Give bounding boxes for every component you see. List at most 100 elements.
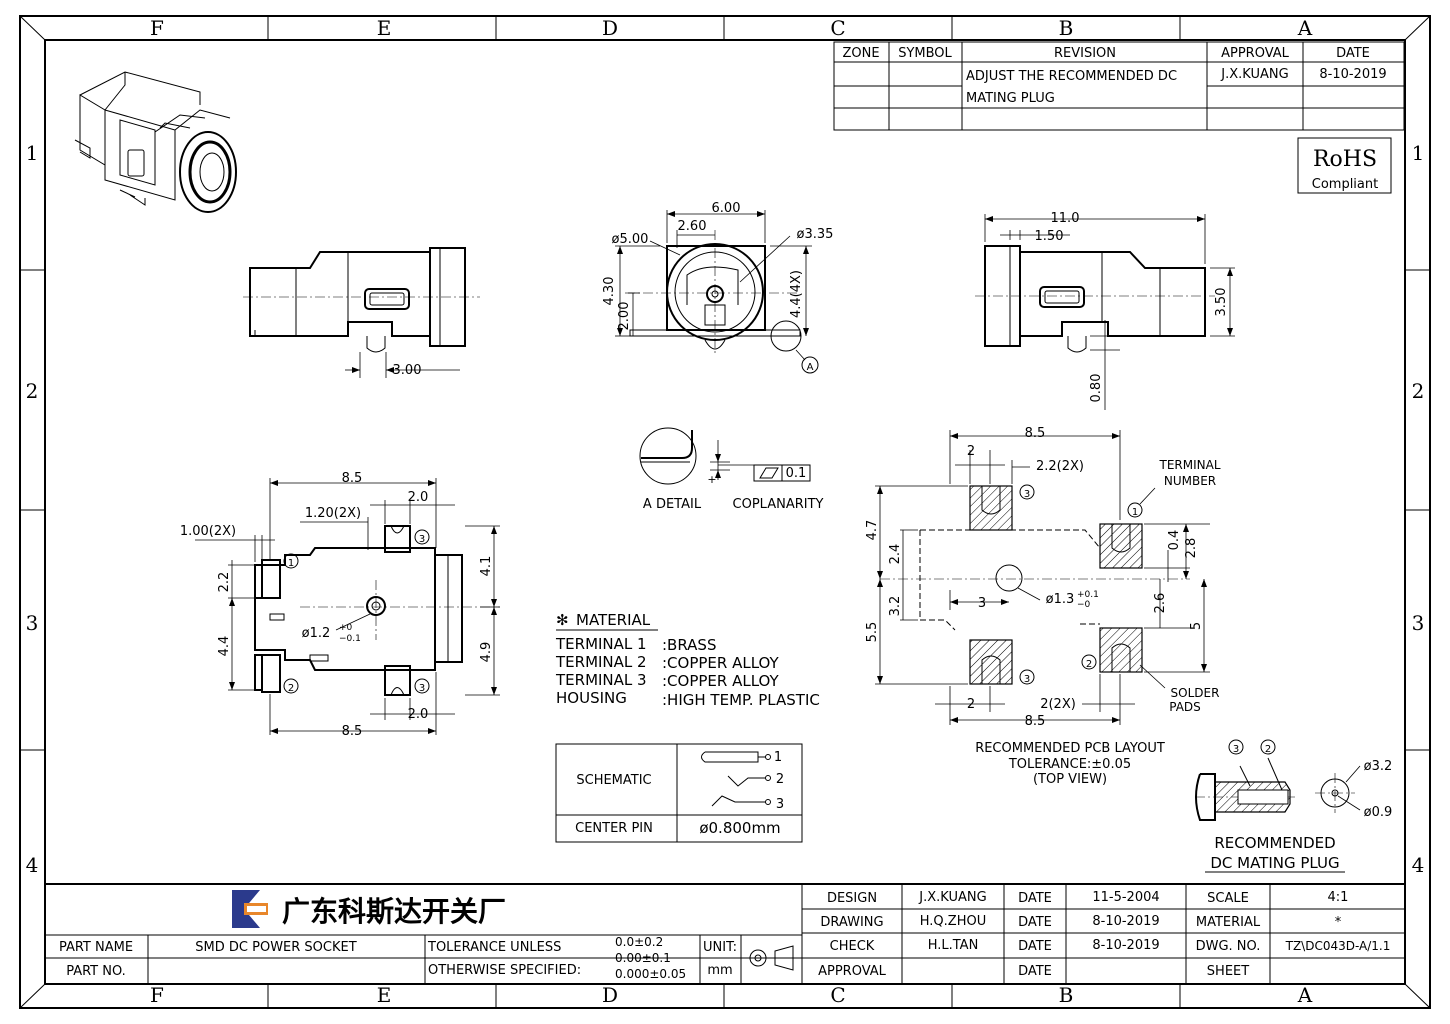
check-date: 8-10-2019 bbox=[1092, 938, 1159, 953]
dwg-no-value: TZ\DC043D-A/1.1 bbox=[1285, 939, 1391, 953]
solder-pads-label: SOLDER bbox=[1171, 686, 1220, 700]
material-key: TERMINAL 1 bbox=[555, 635, 647, 653]
design-name: J.X.KUANG bbox=[918, 890, 986, 905]
unit-label: UNIT: bbox=[703, 940, 737, 955]
company-name: 广东科斯达开关厂 bbox=[282, 895, 506, 928]
dim-2-0-top: 2.0 bbox=[408, 490, 429, 505]
revision-table: ZONE SYMBOL REVISION APPROVAL DATE ADJUS… bbox=[833, 41, 1405, 131]
terminal-3-marker: 3 bbox=[419, 683, 425, 694]
front-view: 6.00 2.60 ø5.00 ø3.35 4.30 2.00 4.4(4X) … bbox=[602, 201, 834, 374]
dim-2-2: 2.2 bbox=[217, 572, 232, 593]
dim-4-30: 4.30 bbox=[602, 277, 617, 306]
tolerance-value: 0.0±0.2 bbox=[615, 935, 663, 949]
dim-8-5-bottom: 8.5 bbox=[1025, 714, 1046, 729]
pcb-caption-line: RECOMMENDED PCB LAYOUT bbox=[975, 741, 1165, 756]
dim-8-5-bottom: 8.5 bbox=[342, 724, 363, 739]
detail-a-coplanarity: 0.1 + A DETAIL COPLANARITY bbox=[639, 427, 824, 512]
material-title: MATERIAL bbox=[576, 611, 651, 629]
terminal-2-marker: 2 bbox=[1086, 659, 1092, 670]
rev-header-date: DATE bbox=[1336, 46, 1370, 61]
dim-3-50: 3.50 bbox=[1214, 288, 1229, 317]
terminal-3-marker: 3 bbox=[1024, 489, 1030, 500]
dim-8-5-top: 8.5 bbox=[1025, 426, 1046, 441]
tolerance-label: OTHERWISE SPECIFIED: bbox=[428, 963, 581, 978]
col-label: F bbox=[150, 16, 164, 40]
tolerance-value: 0.00±0.1 bbox=[615, 951, 671, 965]
rev-approval: J.X.KUANG bbox=[1220, 67, 1288, 82]
column-labels: F E D C B A F E D C B A bbox=[150, 16, 1313, 1007]
part-name-label: PART NAME bbox=[59, 940, 133, 955]
dim-0-4: 0.4 bbox=[1167, 530, 1182, 551]
col-label: C bbox=[830, 16, 845, 40]
dim-1-50: 1.50 bbox=[1035, 229, 1064, 244]
col-label: F bbox=[150, 983, 164, 1007]
dim-4-4: 4.4 bbox=[217, 636, 232, 657]
design-date: 11-5-2004 bbox=[1092, 890, 1159, 905]
material-value: :COPPER ALLOY bbox=[662, 672, 780, 690]
schematic-pin: 1 bbox=[774, 750, 782, 765]
col-label: A bbox=[1297, 16, 1313, 40]
row-label: 3 bbox=[26, 611, 39, 635]
material-list: ✻ MATERIAL TERMINAL 1 :BRASS TERMINAL 2 … bbox=[555, 611, 820, 709]
detail-marker-a: A bbox=[807, 362, 814, 373]
col-label: E bbox=[377, 16, 392, 40]
drawing-date: 8-10-2019 bbox=[1092, 914, 1159, 929]
dim-2-6: 2.6 bbox=[1153, 593, 1168, 614]
company-logo bbox=[232, 890, 268, 928]
border-frame bbox=[19, 15, 1431, 1009]
isometric-view bbox=[74, 71, 237, 213]
projection-symbol-icon bbox=[746, 945, 794, 971]
svg-text:+: + bbox=[707, 473, 716, 486]
material-key: TERMINAL 2 bbox=[555, 653, 647, 671]
pcb-caption: RECOMMENDED PCB LAYOUT TOLERANCE:±0.05 (… bbox=[975, 741, 1165, 787]
check-name: H.L.TAN bbox=[928, 938, 979, 953]
dim-2-bottom: 2 bbox=[967, 697, 975, 712]
material-value: * bbox=[1335, 915, 1342, 930]
dim-2-0-bottom: 2.0 bbox=[408, 707, 429, 722]
rev-header-symbol: SYMBOL bbox=[898, 46, 952, 61]
plug-marker-2: 2 bbox=[1265, 744, 1271, 755]
side-view-left: 3.00 bbox=[243, 247, 480, 378]
date-label: DATE bbox=[1018, 964, 1052, 979]
date-label: DATE bbox=[1018, 891, 1052, 906]
rohs-badge: RoHS Compliant bbox=[1297, 137, 1392, 194]
col-label: C bbox=[830, 983, 845, 1007]
col-label: D bbox=[602, 16, 618, 40]
dim-4-4-4x: 4.4(4X) bbox=[789, 270, 804, 318]
dim-dia-3-35: ø3.35 bbox=[797, 227, 834, 242]
plug-dim-3-2: ø3.2 bbox=[1364, 759, 1393, 774]
dim-4-7: 4.7 bbox=[865, 520, 880, 541]
dim-1-20-2x: 1.20(2X) bbox=[305, 506, 361, 521]
dim-dia-1-3: ø1.3 bbox=[1046, 592, 1075, 607]
coplanarity-tolerance: 0.1 bbox=[786, 466, 807, 481]
terminal-number-label: NUMBER bbox=[1164, 474, 1216, 488]
side-view-right: 11.0 1.50 3.50 0.80 bbox=[975, 211, 1235, 410]
dim-dia-1-2-plus: +0 bbox=[339, 623, 353, 633]
check-label: CHECK bbox=[830, 939, 875, 954]
part-no-label: PART NO. bbox=[66, 964, 126, 979]
rohs-subtitle: Compliant bbox=[1312, 177, 1378, 192]
terminal-1-marker: 1 bbox=[1132, 507, 1138, 518]
dim-dia-5-00: ø5.00 bbox=[612, 232, 649, 247]
dwg-no-label: DWG. NO. bbox=[1196, 939, 1261, 954]
dim-1-00-2x: 1.00(2X) bbox=[180, 524, 236, 539]
material-key: TERMINAL 3 bbox=[555, 671, 647, 689]
row-label: 4 bbox=[26, 853, 39, 877]
plug-dim-0-9: ø0.9 bbox=[1364, 805, 1393, 820]
schematic-label: SCHEMATIC bbox=[576, 773, 651, 788]
material-value: :BRASS bbox=[662, 636, 716, 654]
tolerance-label: TOLERANCE UNLESS bbox=[427, 940, 561, 955]
dim-4-1: 4.1 bbox=[479, 556, 494, 577]
coplanarity-label: COPLANARITY bbox=[733, 497, 824, 512]
dim-2-00: 2.00 bbox=[617, 302, 632, 331]
date-label: DATE bbox=[1018, 915, 1052, 930]
title-block: 广东科斯达开关厂 PART NAME SMD DC POWER SOCKET P… bbox=[45, 883, 1405, 984]
dim-0-80: 0.80 bbox=[1089, 374, 1104, 403]
schematic-pin: 2 bbox=[776, 772, 784, 787]
date-label: DATE bbox=[1018, 939, 1052, 954]
dim-dia-1-2: ø1.2 bbox=[302, 626, 331, 641]
dim-2-8: 2.8 bbox=[1184, 538, 1199, 559]
col-label: E bbox=[377, 983, 392, 1007]
row-label: 4 bbox=[1412, 853, 1425, 877]
material-key: HOUSING bbox=[556, 689, 627, 707]
